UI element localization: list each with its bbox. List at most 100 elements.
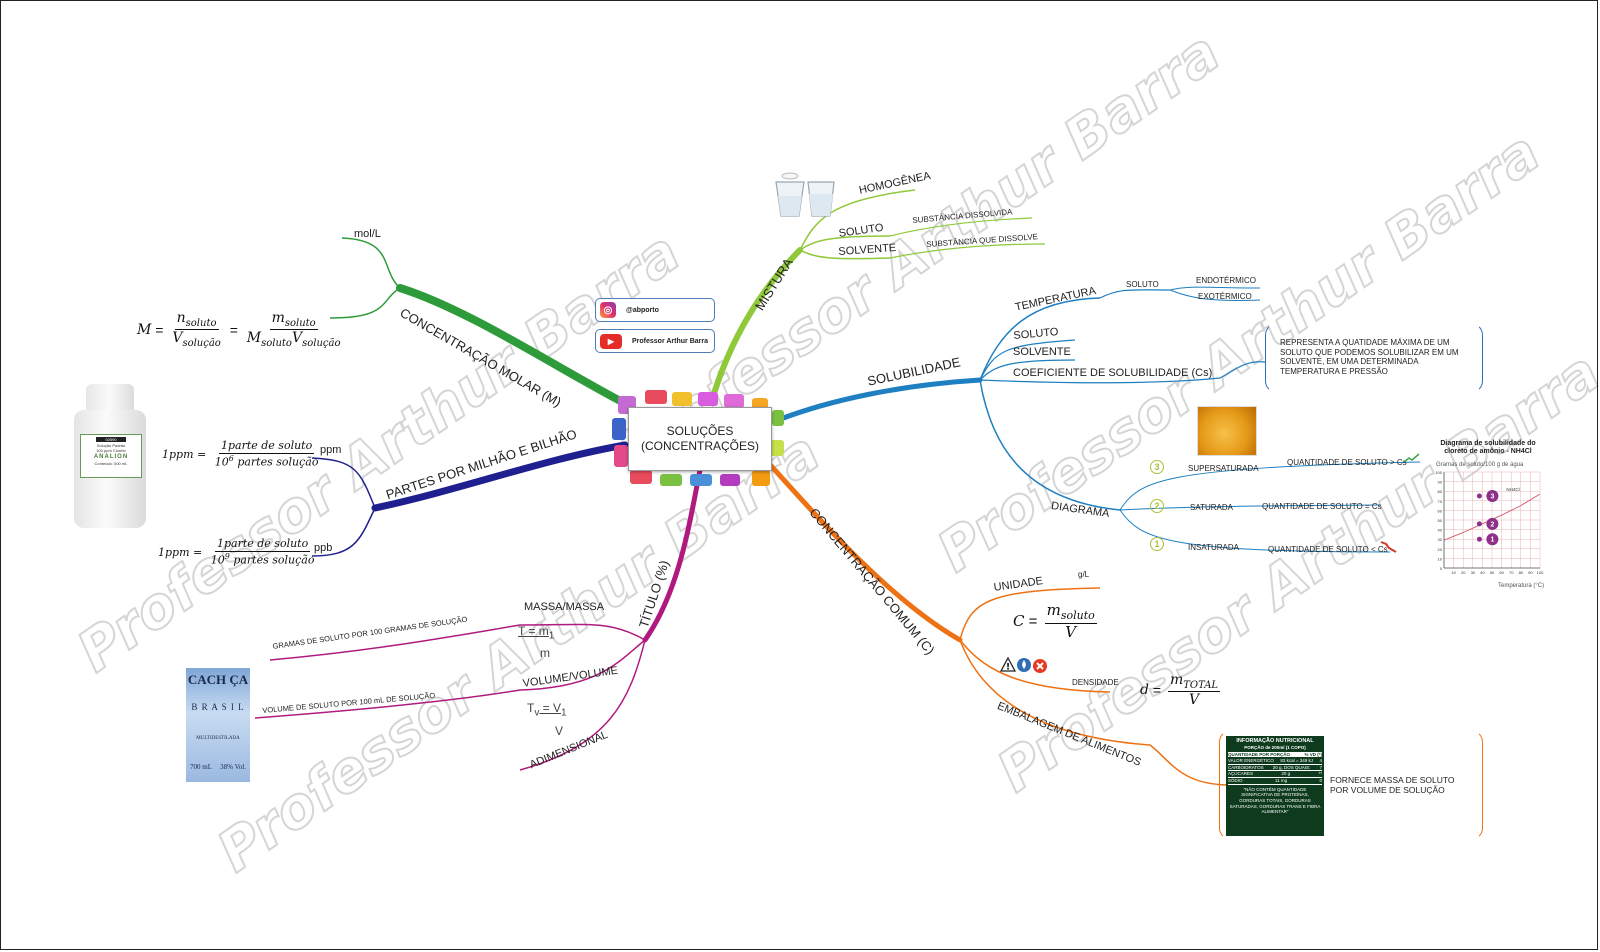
tm-lhs: T = m xyxy=(518,624,549,638)
ppm-frac: 1parte de soluto 106 partes solução xyxy=(213,439,321,469)
ppm-exp: 6 xyxy=(228,453,234,463)
label-cell: 4 xyxy=(1319,758,1322,764)
instagram-badge[interactable]: ◎ @abporto xyxy=(595,298,715,322)
ppb-rest: partes solução xyxy=(229,553,315,567)
c-num: m xyxy=(1046,601,1061,619)
label-head1: QUANTIDADE POR PORÇÃO xyxy=(1228,751,1291,757)
comum-densidade: DENSIDADE xyxy=(1072,678,1119,687)
bottle-brand: CACH ÇA xyxy=(187,672,249,687)
d-lhs: d xyxy=(1140,682,1149,699)
sol-temp-soluto: SOLUTO xyxy=(1126,280,1159,289)
central-topic: SOLUÇÕES (CONCENTRAÇÕES) xyxy=(628,407,772,471)
chart-y-tick: 70 xyxy=(1438,499,1443,504)
ppm-branch-lines xyxy=(311,441,629,557)
bottle-vol: 700 mL xyxy=(190,763,213,771)
ppb-formula: 1ppm = 1parte de soluto 109 partes soluç… xyxy=(158,537,319,567)
sol-insaturada: INSATURADA xyxy=(1188,543,1239,552)
reagent-line2: 100 ppm Cloreto xyxy=(96,448,126,454)
molar-formula: M = nsoluto Vsolução = msoluto MsolutoVs… xyxy=(137,310,343,350)
c-lhs: C xyxy=(1013,612,1025,631)
youtube-channel: Professor Arthur Barra xyxy=(632,337,708,345)
chart-xlabel: Temperatura (°C) xyxy=(1498,583,1545,589)
n-sub: soluto xyxy=(185,317,217,329)
vv: V xyxy=(291,330,303,347)
reagent-brand: ANALION xyxy=(93,453,129,460)
tv-lhs-sub: v xyxy=(534,707,540,719)
chart-y-tick: 90 xyxy=(1438,480,1443,485)
m: m xyxy=(271,310,285,326)
sol-supersaturada: SUPERSATURADA xyxy=(1188,464,1259,473)
d-num: m xyxy=(1169,672,1184,688)
chart-ylabel: Gramas de soluto/100 g de água xyxy=(1436,462,1524,468)
ppm-unit: ppm xyxy=(320,444,342,456)
ppm-lhs: 1ppm = xyxy=(162,447,210,461)
label-cell: 7 xyxy=(1319,764,1322,770)
sol-saturada: SATURADA xyxy=(1190,503,1233,512)
chart-point-dot xyxy=(1476,493,1482,499)
tv-mid: = V xyxy=(539,701,562,715)
comum-branch-lines xyxy=(761,455,1231,786)
n: n xyxy=(176,310,186,326)
comum-frac: msoluto V xyxy=(1044,601,1097,641)
chart-y-tick: 20 xyxy=(1438,547,1443,552)
comum-unit: g/L xyxy=(1078,570,1090,579)
instagram-icon: ◎ xyxy=(600,302,616,318)
chart-y-tick: 80 xyxy=(1438,489,1443,494)
youtube-badge[interactable]: ▶ Professor Arthur Barra xyxy=(595,329,715,353)
trend-up-icon xyxy=(1403,453,1420,463)
supersaturada-number: 3 xyxy=(1150,460,1164,474)
label-sub: PORÇÃO de 200ml (1 COPO) xyxy=(1244,744,1306,750)
chart-series-name: NH4Cl xyxy=(1506,487,1519,492)
flame-icon xyxy=(1017,658,1031,672)
prohibited-icon xyxy=(1033,659,1047,673)
sol-saturada-cond: QUANTIDADE DE SOLUTO = Cs xyxy=(1262,502,1382,511)
label-head2: % VD (*) xyxy=(1304,751,1322,757)
central-topic-line2: (CONCENTRAÇÕES) xyxy=(640,439,759,453)
chart-point-label: 3 xyxy=(1490,494,1494,501)
chart-x-tick: 60 xyxy=(1499,570,1504,575)
chart-x-tick: 100 xyxy=(1537,570,1544,575)
solubilidade-branch-lines xyxy=(775,286,1421,553)
sol-coef-bracket xyxy=(1265,323,1483,393)
mm-sub: soluto xyxy=(261,338,292,350)
label-cell: ** xyxy=(1318,771,1322,777)
c-den: V xyxy=(1065,622,1077,641)
titulo-branch-lines xyxy=(254,467,703,771)
densidade-formula: d = mTOTAL V xyxy=(1140,672,1221,709)
mm: M xyxy=(246,330,262,347)
chart-point-badge xyxy=(1486,517,1499,530)
titulo-massa: MASSA/MASSA xyxy=(524,601,605,613)
chart-x-tick: 80 xyxy=(1519,570,1524,575)
label-cell: AÇÚCARES xyxy=(1228,771,1254,777)
molar-frac-2: msoluto MsolutoVsolução xyxy=(245,310,343,350)
saturada-number: 2 xyxy=(1150,499,1164,513)
ppm-rest: partes solução xyxy=(233,455,319,469)
bottle-type: MULTIDESTILADA xyxy=(196,736,240,741)
c-num-sub: soluto xyxy=(1060,609,1095,622)
warning-icon: ! xyxy=(1000,657,1016,672)
bottle-abv: 38% Vol. xyxy=(220,763,246,771)
honey-image xyxy=(1197,406,1257,456)
titulo-tm-den: m xyxy=(540,646,550,660)
label-title: INFORMAÇÃO NUTRICIONAL xyxy=(1236,738,1314,744)
reagent-line3: Conteúdo: 500 mL xyxy=(94,461,128,467)
sol-coeficiente: COEFICIENTE DE SOLUBILIDADE (Cs) xyxy=(1013,367,1213,379)
chart-point-label: 2 xyxy=(1490,521,1494,528)
label-cell: 11 mg xyxy=(1274,778,1288,783)
sol-solvente: SOLVENTE xyxy=(1013,346,1071,358)
molar-branch-lines xyxy=(329,237,632,409)
trend-down-icon xyxy=(1380,541,1397,553)
chart-point-label: 1 xyxy=(1490,537,1494,544)
sol-coef-definition: REPRESENTA A QUATIDADE MÁXIMA DE UM SOLU… xyxy=(1280,338,1459,376)
titulo-tv-formula: Tv = V1 xyxy=(527,701,567,718)
chart-x-tick: 10 xyxy=(1451,570,1456,575)
label-note: "NÃO CONTÉM QUANTIDADE SIGNIFICATIVA DE … xyxy=(1229,786,1321,815)
comum-formula: C = msoluto V xyxy=(1013,601,1097,641)
tv-sub: 1 xyxy=(561,707,567,719)
bottle-volume: 700 mL 38% Vol. xyxy=(186,763,250,771)
reagent-bottle-image: 02590 Solução Padrão 100 ppm Cloreto ANA… xyxy=(70,384,150,528)
